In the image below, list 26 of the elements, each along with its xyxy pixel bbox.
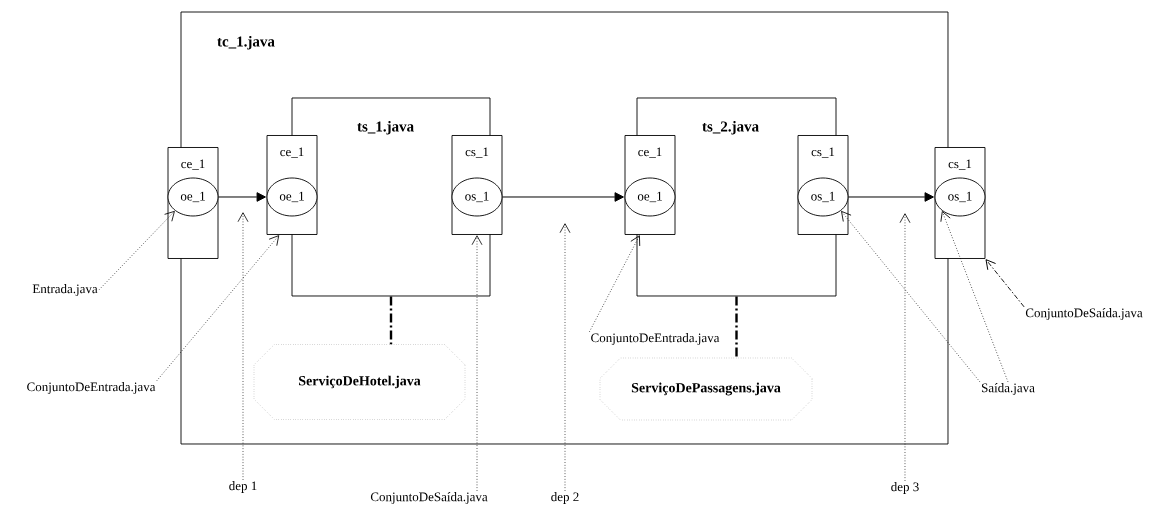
- arrow: [217, 192, 266, 202]
- leader-line: [237, 212, 249, 481]
- leader-line: [899, 213, 911, 482]
- file-label: ConjuntoDeSaída.java: [370, 492, 488, 504]
- file-label: dep 2: [551, 492, 579, 504]
- leader-line: [98, 210, 175, 291]
- file-label: ConjuntoDeEntrada.java: [591, 333, 720, 345]
- file-label: ConjuntoDeSaída.java: [1025, 308, 1143, 320]
- arrow: [847, 192, 934, 202]
- arrow: [501, 192, 624, 202]
- file-label: dep 3: [891, 482, 919, 494]
- service-octagon: ServiçoDeHotel.java: [253, 344, 466, 420]
- leader-line: [985, 259, 1025, 308]
- file-label: Entrada.java: [32, 284, 98, 296]
- leader-line: [156, 235, 280, 382]
- leader-line: [940, 211, 1009, 383]
- file-label: Saída.java: [981, 383, 1035, 395]
- leader-line: [588, 235, 641, 333]
- leader-line: [735, 296, 738, 358]
- leader-line: [841, 211, 981, 383]
- service-octagon: ServiçoDePassagens.java: [599, 357, 813, 421]
- leader-line: [471, 235, 483, 492]
- file-label: dep 1: [229, 481, 257, 493]
- file-label: ConjuntoDeEntrada.java: [27, 382, 156, 394]
- leader-line: [559, 223, 571, 492]
- leader-line: [389, 296, 393, 345]
